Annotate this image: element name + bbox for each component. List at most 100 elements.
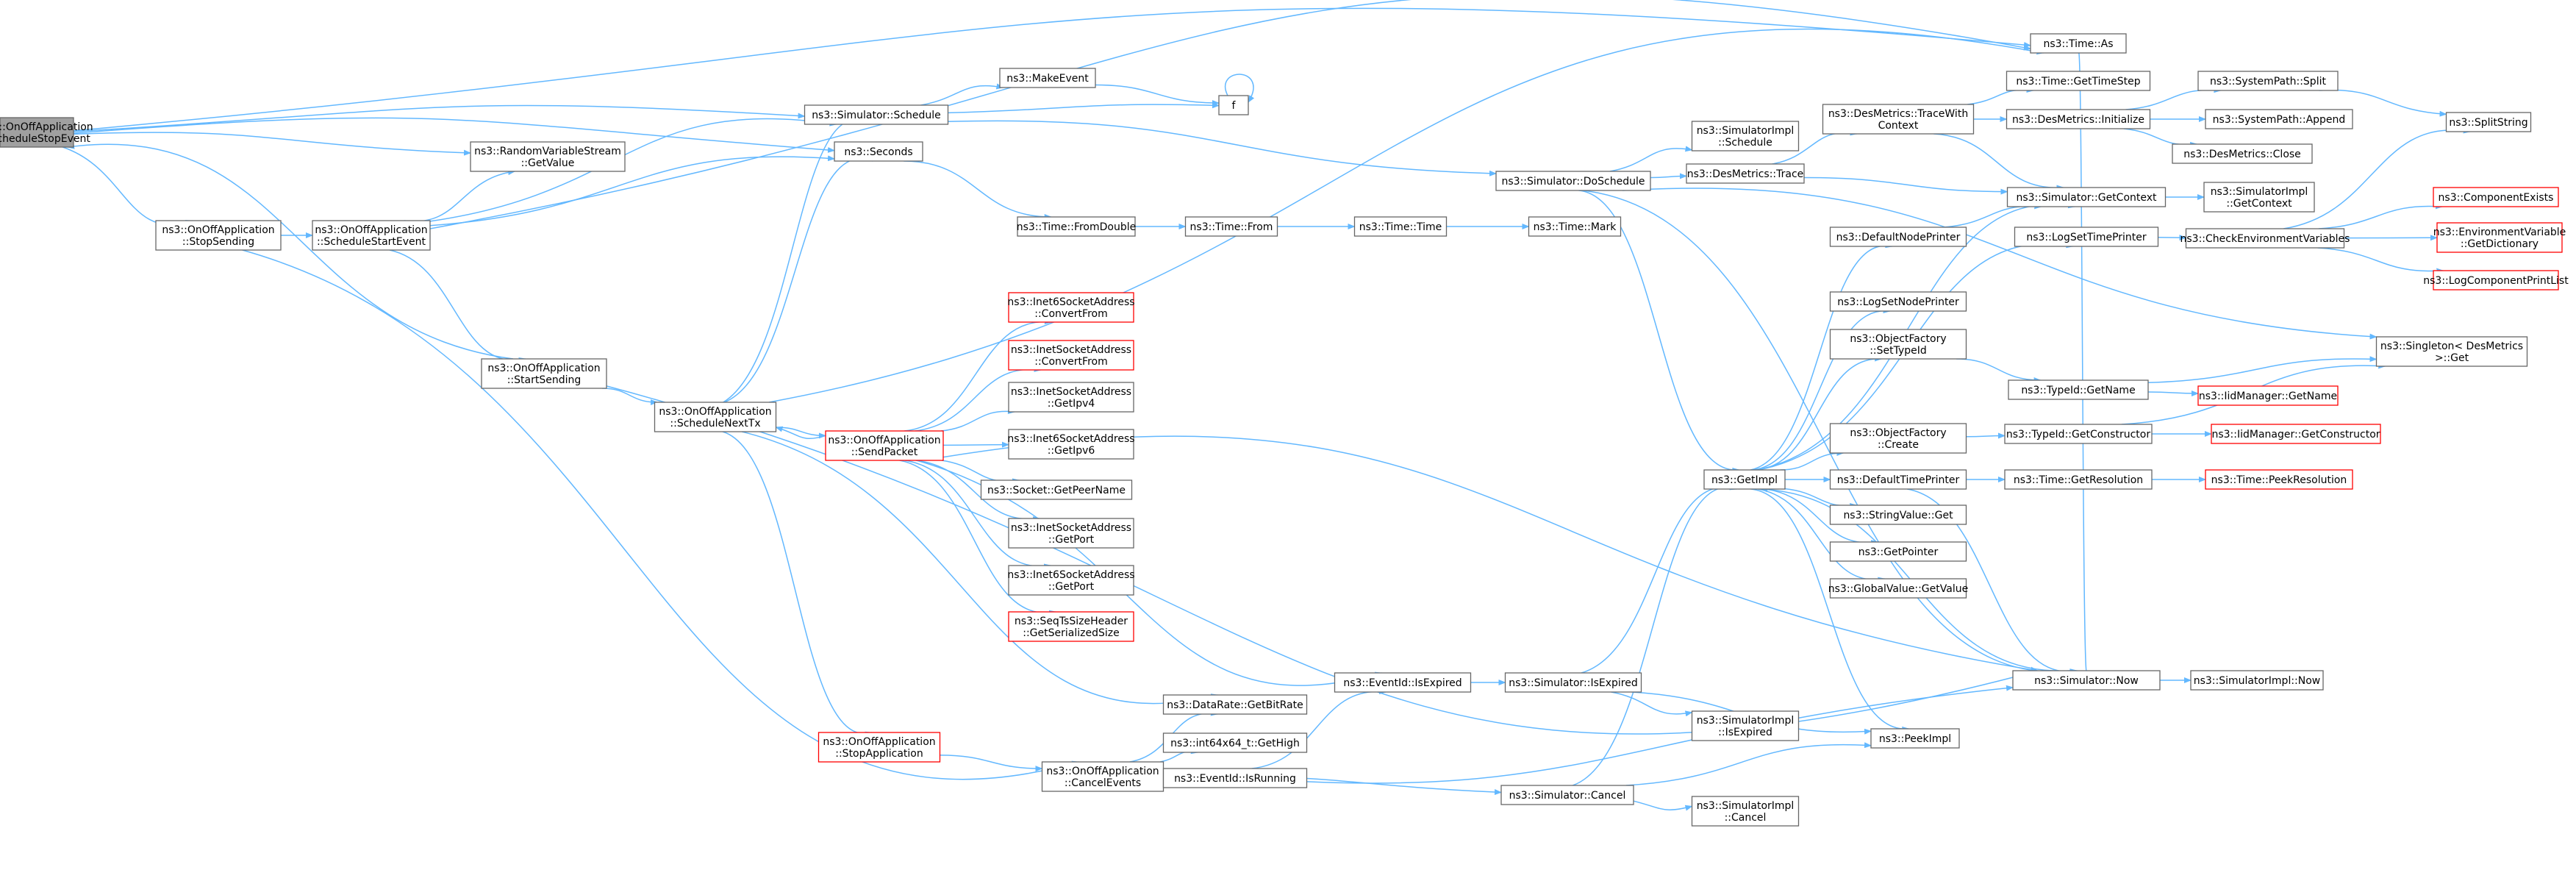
node-stringValueGet[interactable]: ns3::StringValue::Get <box>1829 504 1967 525</box>
node-label: ns3::Inet6SocketAddress <box>1007 569 1134 581</box>
node-box <box>2205 109 2353 129</box>
node-simImplCancel[interactable]: ns3::SimulatorImpl::Cancel <box>1691 796 1800 827</box>
node-simImplNow[interactable]: ns3::SimulatorImpl::Now <box>2190 670 2324 691</box>
edge-scheduleStart-to-rvsGetValue <box>404 169 516 222</box>
node-scheduleNextTx[interactable]: ns3::OnOffApplication::ScheduleNextTx <box>654 402 777 432</box>
node-checkEnv[interactable]: ns3::CheckEnvironmentVariables <box>2180 228 2350 249</box>
node-logCompPrintList[interactable]: ns3::LogComponentPrintList <box>2423 270 2569 290</box>
node-box <box>1162 694 1308 715</box>
node-sockGetPeer[interactable]: ns3::Socket::GetPeerName <box>980 479 1133 500</box>
node-simDoSchedule[interactable]: ns3::Simulator::DoSchedule <box>1495 171 1651 191</box>
node-box <box>804 104 949 125</box>
node-componentExists[interactable]: ns3::ComponentExists <box>2433 187 2559 207</box>
edge-root-to-timeAs <box>73 7 2031 132</box>
node-box <box>1829 291 1967 312</box>
edge-desInitialize-to-sysPathSplit <box>2125 87 2222 110</box>
node-getImpl[interactable]: ns3::GetImpl <box>1703 469 1786 490</box>
node-stopApp[interactable]: ns3::OnOffApplication::StopApplication <box>817 732 941 763</box>
node-eventIsExpired[interactable]: ns3::EventId::IsExpired <box>1334 672 1472 693</box>
node-seqTs[interactable]: ns3::SeqTsSizeHeader::GetSerializedSize <box>1008 611 1134 642</box>
node-label: ::GetValue <box>521 157 575 169</box>
edge-simCancel-to-peekImpl <box>1625 742 1872 786</box>
node-makeEvent[interactable]: ns3::MakeEvent <box>999 68 1096 88</box>
node-simIsExpired[interactable]: ns3::Simulator::IsExpired <box>1504 672 1642 693</box>
node-iidGetCtor[interactable]: ns3::IidManager::GetConstructor <box>2211 424 2381 444</box>
node-simGetContext[interactable]: ns3::Simulator::GetContext <box>2006 187 2167 207</box>
edge-getImpl-to-defaultNodePrinter <box>1750 242 1893 471</box>
node-iConvertFrom[interactable]: ns3::InetSocketAddress::ConvertFrom <box>1008 340 1134 371</box>
node-eventIsRunning[interactable]: ns3::EventId::IsRunning <box>1162 768 1308 788</box>
node-logSetTimePrinter[interactable]: ns3::LogSetTimePrinter <box>2014 227 2159 247</box>
node-dataRate[interactable]: ns3::DataRate::GetBitRate <box>1162 694 1308 715</box>
edge-root-to-stopSending <box>62 146 193 226</box>
node-objFactSetTypeId[interactable]: ns3::ObjectFactory::SetTypeId <box>1829 329 1967 360</box>
node-timeTime[interactable]: ns3::Time::Time <box>1353 216 1448 237</box>
node-envGetDict[interactable]: ns3::EnvironmentVariable::GetDictionary <box>2433 222 2566 253</box>
node-sysPathAppend[interactable]: ns3::SystemPath::Append <box>2205 109 2353 129</box>
node-simNow[interactable]: ns3::Simulator::Now <box>2012 670 2161 691</box>
node-i6ConvertFrom[interactable]: ns3::Inet6SocketAddress::ConvertFrom <box>1007 292 1135 323</box>
node-desInitialize[interactable]: ns3::DesMetrics::Initialize <box>2006 109 2151 129</box>
node-typeIdGetName[interactable]: ns3::TypeId::GetName <box>2008 379 2149 400</box>
node-desClose[interactable]: ns3::DesMetrics::Close <box>2172 143 2313 164</box>
node-i6GetIpv6[interactable]: ns3::Inet6SocketAddress::GetIpv6 <box>1007 429 1135 460</box>
node-desTrace[interactable]: ns3::DesMetrics::Trace <box>1686 163 1805 184</box>
node-scheduleStart[interactable]: ns3::OnOffApplication::ScheduleStartEven… <box>312 220 431 251</box>
node-objFactCreate[interactable]: ns3::ObjectFactory::Create <box>1829 423 1967 454</box>
node-label: ::ScheduleStopEvent <box>0 133 90 145</box>
node-seconds[interactable]: ns3::Seconds <box>834 141 923 162</box>
node-simImplIsExpired[interactable]: ns3::SimulatorImpl::IsExpired <box>1691 710 1800 741</box>
node-iGetPort[interactable]: ns3::InetSocketAddress::GetPort <box>1008 518 1134 549</box>
node-label: ns3::OnOffApplication <box>1046 766 1159 777</box>
node-int64GetHigh[interactable]: ns3::int64x64_t::GetHigh <box>1162 732 1308 753</box>
node-box <box>1500 785 1634 805</box>
edge-sendPacket-to-seqTs <box>899 460 1057 616</box>
node-iidGetName[interactable]: ns3::IidManager::GetName <box>2197 385 2339 406</box>
node-label: ns3::DefaultTimePrinter <box>1837 474 1960 486</box>
node-label: ns3::InetSocketAddress <box>1011 344 1131 356</box>
node-label: ns3::InetSocketAddress <box>1011 386 1131 398</box>
node-f[interactable]: f <box>1218 95 1249 115</box>
node-logSetNodePrinter[interactable]: ns3::LogSetNodePrinter <box>1829 291 1967 312</box>
node-startSending[interactable]: ns3::OnOffApplication::StartSending <box>481 358 607 389</box>
node-timeFromDouble[interactable]: ns3::Time::FromDouble <box>1017 216 1137 237</box>
node-peekImpl[interactable]: ns3::PeekImpl <box>1870 728 1960 749</box>
edge-sendPacket-to-scheduleNextTx <box>775 426 826 440</box>
node-timeGetTimeStep[interactable]: ns3::Time::GetTimeStep <box>2006 71 2151 91</box>
node-i6GetPort[interactable]: ns3::Inet6SocketAddress::GetPort <box>1007 565 1135 596</box>
node-sysPathSplit[interactable]: ns3::SystemPath::Split <box>2197 71 2339 91</box>
node-label: >::Get <box>2435 352 2469 364</box>
node-label: ns3::Time::As <box>2043 38 2113 50</box>
node-simCancel[interactable]: ns3::Simulator::Cancel <box>1500 785 1634 805</box>
edge-scheduleNextTx-to-simSchedule <box>723 118 872 403</box>
node-defaultNodePrinter[interactable]: ns3::DefaultNodePrinter <box>1829 227 1967 247</box>
node-box <box>1162 732 1308 753</box>
node-cancelEvents[interactable]: ns3::OnOffApplication::CancelEvents <box>1041 761 1164 792</box>
node-iGetIpv4[interactable]: ns3::InetSocketAddress::GetIpv4 <box>1008 382 1134 413</box>
node-typeIdGetCtor[interactable]: ns3::TypeId::GetConstructor <box>2004 424 2153 444</box>
node-getPointer[interactable]: ns3::GetPointer <box>1829 541 1967 562</box>
node-label: ::IsExpired <box>1718 727 1772 738</box>
node-box <box>1008 382 1134 413</box>
node-timeAs[interactable]: ns3::Time::As <box>2030 33 2127 54</box>
node-label: ns3::SimulatorImpl <box>2211 186 2308 198</box>
node-timeMark[interactable]: ns3::Time::Mark <box>1528 216 1622 237</box>
edge-sendPacket-to-sockGetPeer <box>941 460 1020 485</box>
node-simImplGetContext[interactable]: ns3::SimulatorImpl::GetContext <box>2203 182 2315 213</box>
node-defaultTimePrinter[interactable]: ns3::DefaultTimePrinter <box>1829 469 1967 490</box>
node-root[interactable]: ns3::OnOffApplication::ScheduleStopEvent <box>0 117 93 148</box>
node-simImplSchedule[interactable]: ns3::SimulatorImpl::Schedule <box>1691 121 1800 151</box>
node-splitString[interactable]: ns3::SplitString <box>2445 112 2532 132</box>
node-timeGetResolution[interactable]: ns3::Time::GetResolution <box>2004 469 2153 490</box>
node-stopSending[interactable]: ns3::OnOffApplication::StopSending <box>155 220 282 251</box>
node-rvsGetValue[interactable]: ns3::RandomVariableStream::GetValue <box>470 141 626 172</box>
node-label: ns3::EnvironmentVariable <box>2433 227 2566 238</box>
node-label: ::CancelEvents <box>1065 777 1141 789</box>
node-timeFrom[interactable]: ns3::Time::From <box>1184 216 1278 237</box>
node-singletonGet[interactable]: ns3::Singleton< DesMetrics>::Get <box>2375 336 2528 367</box>
node-sendPacket[interactable]: ns3::OnOffApplication::SendPacket <box>825 430 944 461</box>
node-globalValueGet[interactable]: ns3::GlobalValue::GetValue <box>1828 578 1968 599</box>
node-simSchedule[interactable]: ns3::Simulator::Schedule <box>804 104 949 125</box>
node-timePeekRes[interactable]: ns3::Time::PeekResolution <box>2205 469 2353 490</box>
